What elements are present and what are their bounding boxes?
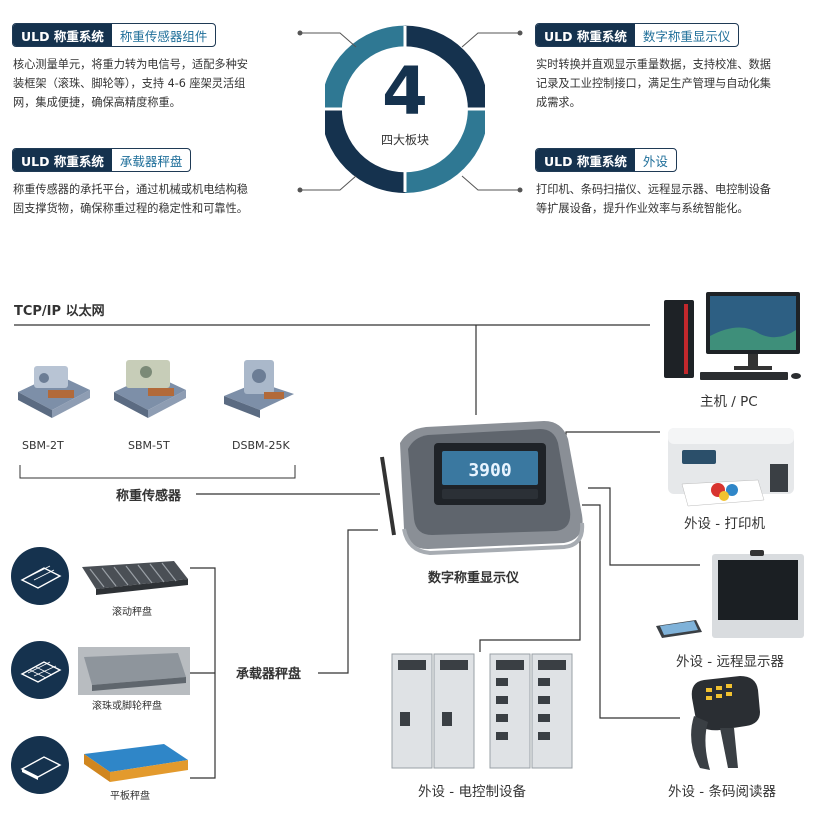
platform-name: 平板秤盘 <box>110 791 150 802</box>
weighing-indicator-icon: 3900 <box>380 421 585 556</box>
module-tag-peripheral: ULD 称重系统 外设 <box>535 148 677 172</box>
desc-line: 固支撑货物，确保称重过程的稳定性和可靠性。 <box>13 202 248 215</box>
sensor-model: DSBM-25K <box>232 439 290 452</box>
desktop-pc-icon <box>664 292 801 380</box>
desc-line: 成需求。 <box>536 96 581 109</box>
module-desc-sensor: 核心测量单元，将重力转为电信号，适配多种安 装框架（滚珠、脚轮等），支持 4-6… <box>13 55 303 112</box>
desc-line: 装框架（滚珠、脚轮等），支持 4-6 座架灵活组 <box>13 77 246 90</box>
module-name: 外设 <box>642 153 668 169</box>
desc-line: 网，集成便捷，确保高精度称重。 <box>13 96 181 109</box>
platform-icon-circle <box>11 736 69 794</box>
desc-line: 核心测量单元，将重力转为电信号，适配多种安 <box>13 58 248 71</box>
remote-display-label: 外设 - 远程显示器 <box>676 654 784 670</box>
module-system-label: ULD 称重系统 <box>13 24 112 46</box>
platform-icon-circle <box>11 547 69 605</box>
control-label: 外设 - 电控制设备 <box>418 784 526 800</box>
desc-line: 等扩展设备，提升作业效率与系统智能化。 <box>536 202 749 215</box>
flat-platform-icon <box>84 744 188 782</box>
module-desc-peripheral: 打印机、条码扫描仪、远程显示器、电控制设备 等扩展设备，提升作业效率与系统智能化… <box>536 180 816 218</box>
printer-label: 外设 - 打印机 <box>684 516 765 532</box>
control-cabinet-icon <box>391 653 573 769</box>
donut-connectors <box>297 30 523 193</box>
ball-caster-platform-icon <box>78 647 190 695</box>
platform-icon-circle <box>11 641 69 699</box>
sensor-group-label: 称重传感器 <box>116 489 182 504</box>
center-caption: 四大板块 <box>380 133 429 147</box>
module-name: 数字称重显示仪 <box>642 28 731 44</box>
platform-name: 滚珠或脚轮秤盘 <box>92 701 162 712</box>
desc-line: 记录及工业控制接口，满足生产管理与自动化集 <box>536 77 771 90</box>
module-tag-sensor: ULD 称重系统 称重传感器组件 <box>12 23 217 47</box>
load-cell-sbm-2t-icon <box>18 366 90 418</box>
printer-icon <box>668 428 794 507</box>
pc-label: 主机 / PC <box>700 394 758 410</box>
indicator-label: 数字称重显示仪 <box>428 571 520 586</box>
module-name: 承载器秤盘 <box>119 153 183 169</box>
sensor-model: SBM-2T <box>22 439 64 452</box>
load-cell-dsbm-25k-icon <box>224 360 294 418</box>
module-tag-platform: ULD 称重系统 承载器秤盘 <box>12 148 192 172</box>
roller-platform-icon <box>82 561 188 595</box>
module-desc-platform: 称重传感器的承托平台，通过机械或机电结构稳 固支撑货物，确保称重过程的稳定性和可… <box>13 180 303 218</box>
module-system-label: ULD 称重系统 <box>536 24 635 46</box>
desc-line: 实时转换并直观显示重量数据，支持校准、数据 <box>536 58 771 71</box>
network-label: TCP/IP 以太网 <box>14 304 105 319</box>
remote-display-icon <box>656 550 804 638</box>
desc-line: 打印机、条码扫描仪、远程显示器、电控制设备 <box>536 183 771 196</box>
sensor-model: SBM-5T <box>128 439 170 452</box>
module-tag-indicator: ULD 称重系统 数字称重显示仪 <box>535 23 740 47</box>
platform-group-label: 承载器秤盘 <box>236 667 302 682</box>
platform-name: 滚动秤盘 <box>112 607 152 618</box>
module-name: 称重传感器组件 <box>119 28 208 44</box>
barcode-label: 外设 - 条码阅读器 <box>668 784 776 800</box>
indicator-reading: 3900 <box>468 460 511 481</box>
center-donut <box>325 25 485 193</box>
module-system-label: ULD 称重系统 <box>13 149 112 171</box>
barcode-reader-icon <box>691 676 760 770</box>
center-number: 4 <box>382 53 428 130</box>
desc-line: 称重传感器的承托平台，通过机械或机电结构稳 <box>13 183 248 196</box>
module-system-label: ULD 称重系统 <box>536 149 635 171</box>
module-desc-indicator: 实时转换并直观显示重量数据，支持校准、数据 记录及工业控制接口，满足生产管理与自… <box>536 55 816 112</box>
load-cell-sbm-5t-icon <box>114 360 186 418</box>
